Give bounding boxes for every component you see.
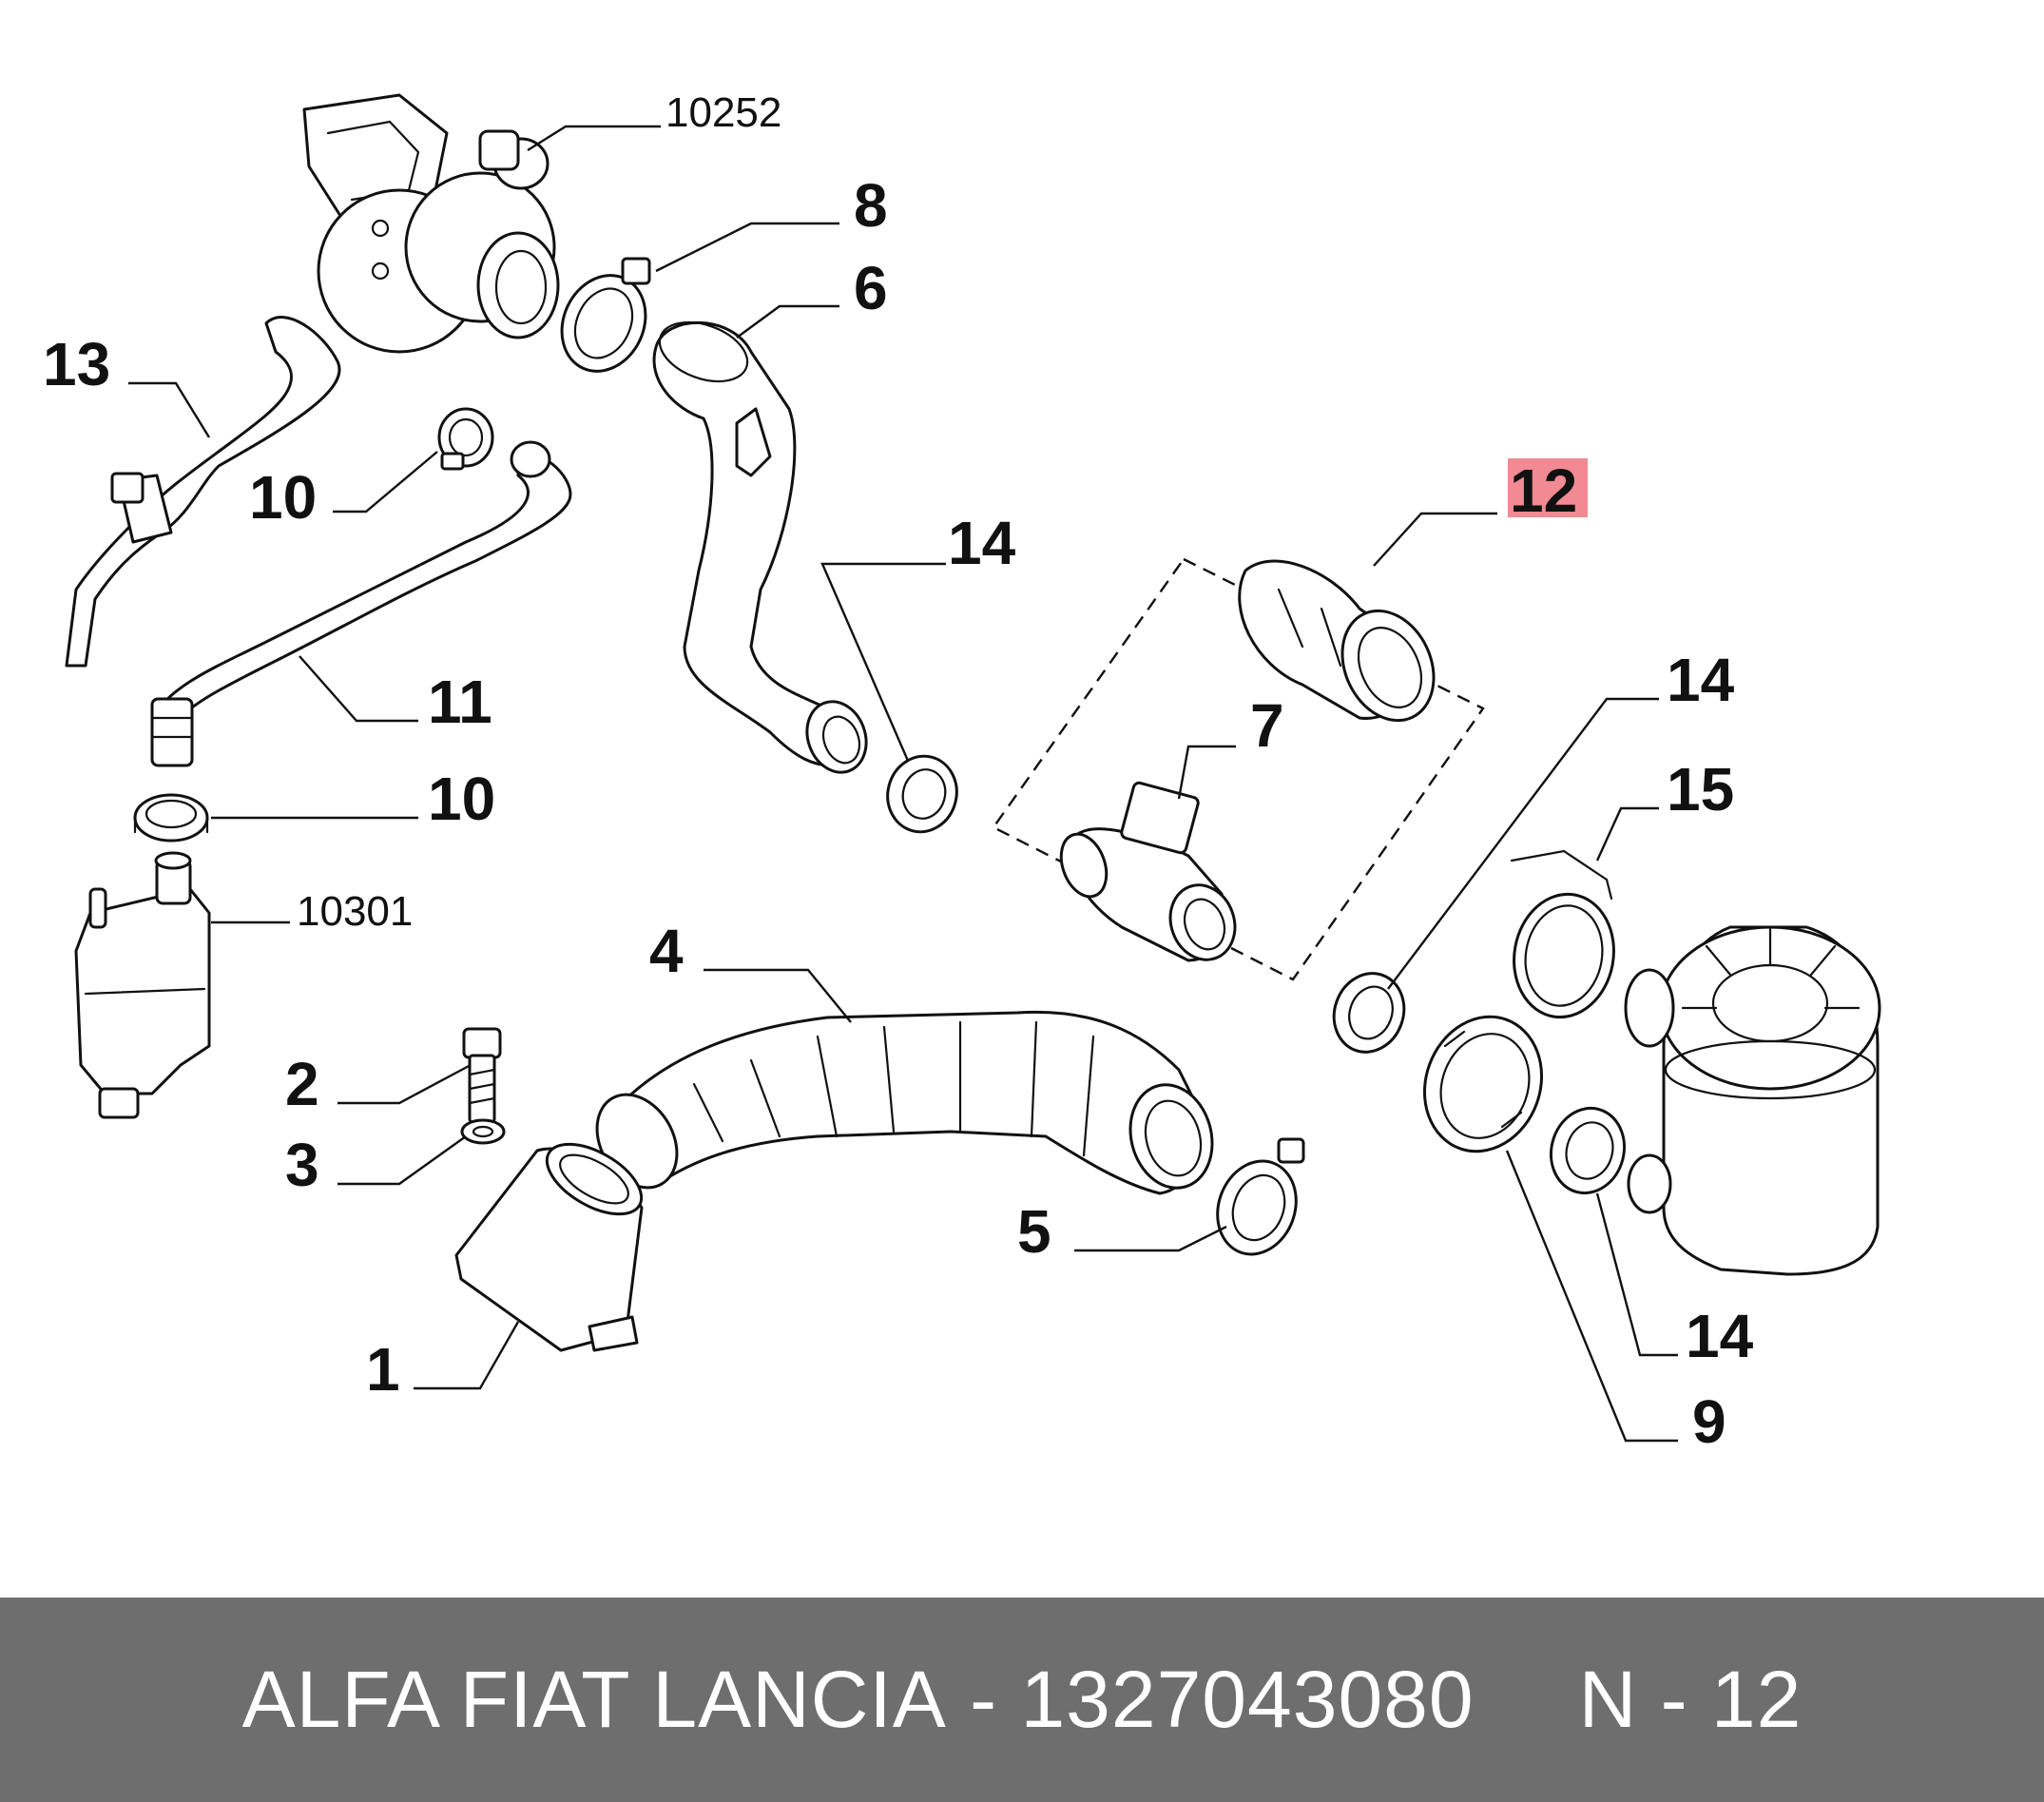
hose-clamp-8 <box>560 257 651 373</box>
highlight-12 <box>1508 458 1588 517</box>
callout-14-upper: 14 <box>948 509 1016 577</box>
breather-hose-11 <box>150 440 572 767</box>
hose-clamp-10-upper <box>437 407 494 471</box>
footer-separator: - <box>946 1655 1021 1744</box>
callout-9: 9 <box>1692 1387 1726 1456</box>
callout-3: 3 <box>285 1131 319 1199</box>
callout-2: 2 <box>285 1050 319 1118</box>
leader-lines <box>128 125 1678 1443</box>
footer-brand: ALFA FIAT LANCIA <box>241 1655 947 1744</box>
callout-7: 7 <box>1250 691 1284 760</box>
footer-part-number: 1327043080 <box>1020 1655 1475 1744</box>
air-duct-12-group <box>992 557 1485 981</box>
hose-clamp-14-middle <box>1332 972 1406 1054</box>
bolt-2 <box>462 1027 502 1124</box>
vent-hose-13 <box>65 316 341 668</box>
callout-13: 13 <box>43 330 110 398</box>
callout-6: 6 <box>854 254 888 322</box>
air-filter-housing <box>1624 925 1881 1276</box>
hose-clamp-14-lower <box>1549 1106 1627 1195</box>
callout-11: 11 <box>428 668 492 736</box>
parts-diagram: 10252 8 6 13 10 11 10 10301 14 12 7 14 1… <box>43 89 1881 1456</box>
callout-14-middle: 14 <box>1667 646 1735 714</box>
hose-clamp-5 <box>1216 1137 1305 1256</box>
callout-8: 8 <box>854 171 888 240</box>
callout-12: 12 <box>1510 456 1577 525</box>
turbocharger-part <box>302 93 560 354</box>
callout-10252: 10252 <box>665 89 781 136</box>
hose-clamp-10-lower <box>133 793 209 843</box>
callout-15: 15 <box>1667 755 1734 823</box>
callout-4: 4 <box>649 917 684 985</box>
intake-elbow-1 <box>454 1142 644 1352</box>
intake-hose-6 <box>652 320 868 774</box>
air-intake-hose-4 <box>595 1010 1214 1195</box>
callout-5: 5 <box>1017 1197 1051 1266</box>
footer-position: N - 12 <box>1578 1655 1803 1744</box>
callout-10301: 10301 <box>297 888 413 935</box>
callout-1: 1 <box>366 1335 400 1404</box>
air-flow-meter-7 <box>1059 781 1237 962</box>
callout-labels: 10252 8 6 13 10 11 10 10301 14 12 7 14 1… <box>43 89 1754 1456</box>
callout-14-lower: 14 <box>1686 1302 1754 1370</box>
hose-clamp-14-upper <box>886 754 958 834</box>
footer-bar: ALFA FIAT LANCIA - 1327043080 N - 12 <box>0 1598 2044 1802</box>
oil-separator-part <box>74 851 211 1119</box>
callout-10-upper: 10 <box>249 463 317 532</box>
washer-3 <box>460 1118 506 1145</box>
bracket-seal-15 <box>1510 849 1615 1019</box>
rubber-sleeve-9 <box>1422 1015 1544 1153</box>
callout-10-lower: 10 <box>428 765 495 833</box>
